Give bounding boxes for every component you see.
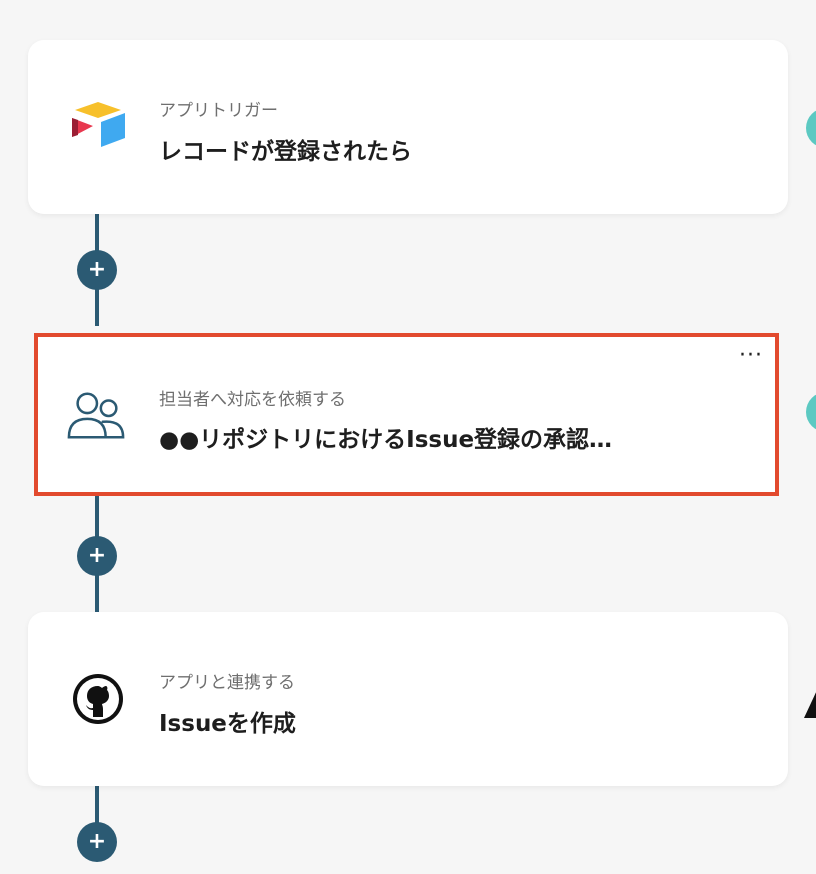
users-icon [66, 385, 126, 445]
step-title: Issueを作成 [159, 711, 296, 737]
more-options-button[interactable]: ··· [739, 343, 763, 368]
status-dot[interactable] [806, 108, 816, 148]
step-type-label: 担当者へ対応を依頼する [159, 390, 346, 410]
add-step-button[interactable]: + [77, 250, 117, 290]
add-step-button[interactable]: + [77, 536, 117, 576]
github-logo-icon [68, 669, 128, 729]
step-type-label: アプリトリガー [159, 101, 278, 121]
add-step-button[interactable]: + [77, 822, 117, 862]
flow-step-trigger[interactable]: アプリトリガー レコードが登録されたら [28, 40, 788, 214]
step-title: レコードが登録されたら [159, 139, 412, 165]
flow-step-action[interactable]: アプリと連携する Issueを作成 [28, 612, 788, 786]
airtable-logo-icon [68, 96, 128, 156]
status-dot[interactable] [806, 392, 816, 432]
step-title: ●●リポジトリにおけるIssue登録の承認… [159, 427, 613, 453]
step-type-label: アプリと連携する [159, 673, 295, 693]
flow-connector [95, 786, 99, 846]
flow-step-approval[interactable]: ··· 担当者へ対応を依頼する ●●リポジトリにおけるIssue登録の承認… [34, 333, 779, 496]
warning-icon [804, 688, 816, 718]
